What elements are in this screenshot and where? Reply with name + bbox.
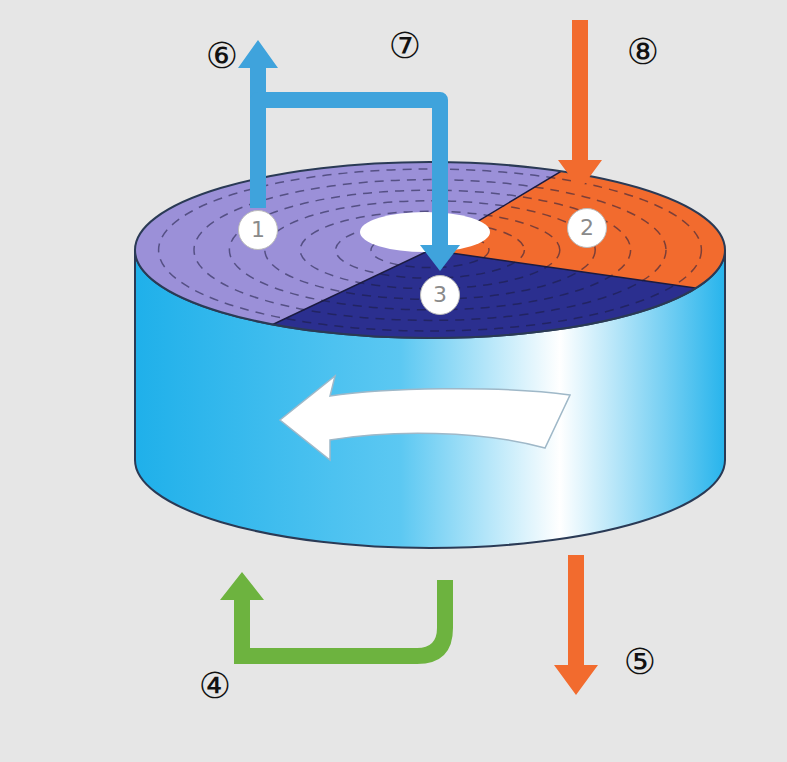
inlet-arrow (558, 20, 602, 190)
supply-arrow (554, 555, 598, 695)
callout-number: ⑥ (206, 38, 238, 74)
sector-2 (430, 100, 780, 300)
arrow-head (420, 245, 460, 271)
zone-number: 2 (580, 217, 594, 239)
callout-number: ⑦ (389, 28, 421, 64)
zone-number: 1 (251, 219, 265, 241)
zone-marker: 2 (567, 208, 607, 248)
arrow-shaft (258, 100, 440, 247)
callout-number: ⑤ (624, 644, 656, 680)
rotation-arrow (280, 376, 570, 460)
return-arrow (220, 572, 453, 664)
callout-number: ④ (199, 668, 231, 704)
callout-number: ⑧ (627, 34, 659, 70)
zone-marker: 1 (238, 210, 278, 250)
zone-number: 3 (433, 284, 447, 306)
sector-1 (80, 80, 680, 358)
exhaust-arrow (238, 40, 278, 100)
airflow-arrow (258, 100, 460, 271)
zone-marker: 3 (420, 275, 460, 315)
wheel-channels (159, 169, 702, 331)
